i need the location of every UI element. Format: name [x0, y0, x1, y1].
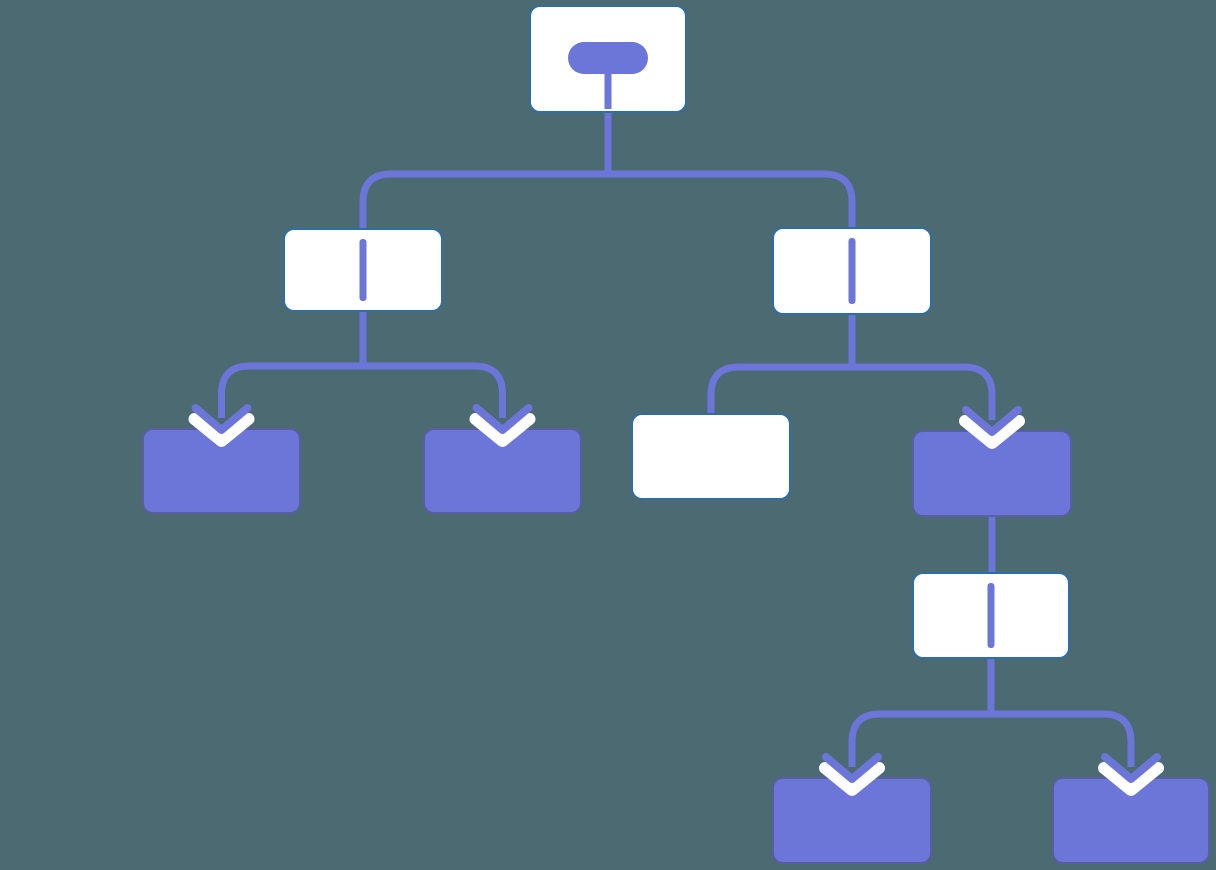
vertical-bar-icon [359, 239, 367, 301]
chevron-outline [1098, 762, 1164, 796]
chevron-drop-icon [472, 404, 533, 434]
pill-icon [568, 42, 648, 74]
chevron-outline [959, 415, 1025, 449]
chevron-outline [188, 413, 255, 447]
connector-edge [707, 363, 852, 420]
connector-edge [218, 362, 363, 418]
connector-edge [363, 362, 506, 418]
connector-edge [359, 170, 608, 235]
chevron-drop-icon [1101, 753, 1161, 783]
pill-stem [604, 70, 612, 109]
connector-edge [848, 710, 991, 767]
node-child-right-empty[interactable] [631, 413, 791, 500]
connector-edge [852, 363, 996, 420]
node-layer [142, 5, 1210, 864]
connector-layer [218, 112, 1135, 767]
chevron-outline [469, 413, 536, 447]
chevron-drop-icon [191, 404, 252, 434]
vertical-bar-icon [848, 238, 856, 304]
chevron-outline [819, 762, 885, 796]
vertical-bar-icon [987, 583, 995, 648]
connector-edge [608, 170, 856, 234]
chevron-drop-icon [962, 406, 1022, 436]
decoration-layer [188, 42, 1164, 796]
chevron-drop-icon [822, 753, 882, 783]
connector-edge [991, 710, 1135, 767]
